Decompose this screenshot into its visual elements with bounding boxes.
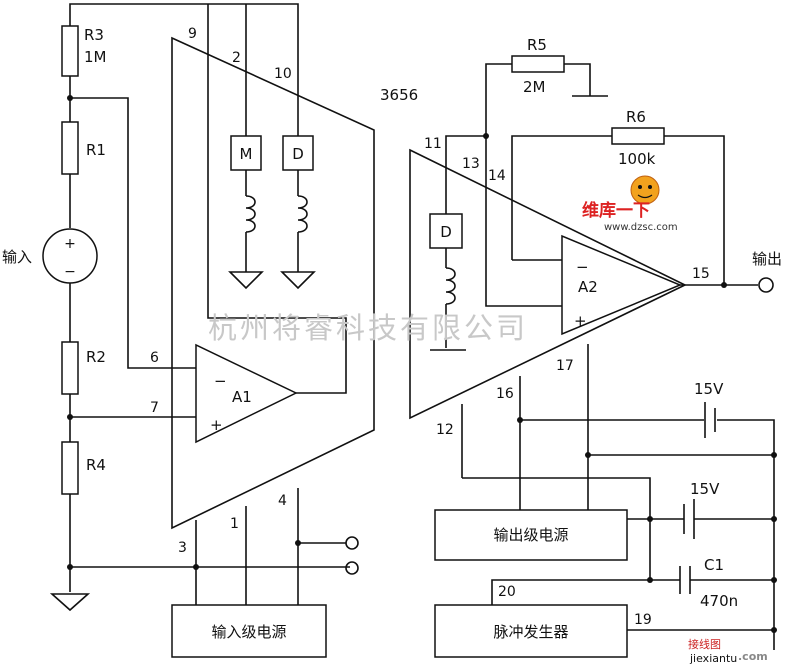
pin-12: 12 (436, 422, 454, 438)
modulator-m-box (230, 135, 262, 171)
resistor-r6 (611, 127, 665, 145)
corner-brand: 接线图 jiexiantu .com (688, 637, 768, 664)
resistor-r2 (61, 341, 79, 395)
dzsc-logo: 维库一下 www.dzsc.com (582, 175, 678, 233)
r4-name: R4 (86, 456, 106, 474)
pin-16: 16 (496, 386, 514, 402)
svg-text:−: − (64, 264, 76, 280)
r6-name: R6 (626, 108, 646, 126)
output-stage-chip (409, 55, 777, 658)
r5-name: R5 (527, 36, 547, 54)
d2-label: D (440, 223, 452, 241)
a1-label: A1 (232, 388, 252, 406)
m-label: M (240, 145, 253, 163)
pulse-gen-label: 脉冲发生器 (493, 623, 568, 641)
terminal-2 (345, 561, 359, 575)
pin-15: 15 (692, 266, 710, 282)
input-divider: + − (42, 3, 350, 612)
demodulator-d2-box (429, 213, 463, 249)
input-power-block (171, 604, 327, 658)
pin-7: 7 (150, 400, 159, 416)
output-power-label: 输出级电源 (493, 526, 568, 544)
pin-11: 11 (424, 136, 442, 152)
ground-d1 (280, 271, 316, 290)
pin-2: 2 (232, 50, 241, 66)
ground-m (228, 271, 264, 290)
coil-d1 (297, 195, 308, 233)
pulse-generator-block (434, 604, 628, 658)
amp-a1 (195, 343, 298, 444)
r5-value: 2M (523, 78, 546, 96)
demodulator-d1-box (282, 135, 314, 171)
corner-brand-url: jiexiantu (689, 652, 737, 664)
r2-name: R2 (86, 348, 106, 366)
pin-13: 13 (462, 156, 480, 172)
pin-20: 20 (498, 584, 516, 600)
a2-plus: + (574, 312, 587, 330)
coil-m (245, 195, 256, 233)
c1-value: 470n (700, 592, 738, 610)
a2-label: A2 (578, 278, 598, 296)
corner-brand-suffix: .com (738, 650, 768, 663)
pin-14: 14 (488, 168, 506, 184)
logo-text: 维库一下 (582, 200, 650, 221)
c1-name: C1 (704, 556, 724, 574)
coil-d2 (445, 267, 456, 305)
pin-4: 4 (278, 493, 287, 509)
a1-minus: − (214, 372, 227, 390)
terminal-1 (345, 536, 359, 550)
input-stage-chip (171, 4, 375, 658)
a2-minus: − (576, 258, 589, 276)
resistor-r4 (61, 441, 79, 495)
output-power-block (434, 509, 628, 561)
battery-bottom-label: 15V (690, 480, 720, 498)
logo-url: www.dzsc.com (604, 222, 678, 233)
svg-text:+: + (64, 236, 76, 252)
d1-label: D (292, 145, 304, 163)
r6-value: 100k (618, 150, 656, 168)
output-terminal (758, 277, 774, 293)
r3-name: R3 (84, 26, 104, 44)
r1-name: R1 (86, 141, 106, 159)
input-power-label: 输入级电源 (211, 623, 286, 641)
resistor-r3 (61, 25, 79, 77)
r3-value: 1M (84, 48, 107, 66)
battery-top-label: 15V (694, 380, 724, 398)
pin-6: 6 (150, 350, 159, 366)
pin-19: 19 (634, 612, 652, 628)
watermark: 杭州将睿科技有限公司 (208, 311, 528, 345)
pin-10: 10 (274, 66, 292, 82)
corner-brand-text: 接线图 (688, 637, 721, 651)
pin-1: 1 (230, 516, 239, 532)
a1-plus: + (210, 416, 223, 434)
amp-a2 (561, 234, 682, 336)
output-label: 输出 (752, 250, 782, 268)
resistor-r5 (511, 55, 565, 73)
pin-17: 17 (556, 358, 574, 374)
input-label: 输入 (2, 248, 32, 266)
chip-name: 3656 (380, 86, 418, 104)
resistor-r1 (61, 121, 79, 175)
pin-3: 3 (178, 540, 187, 556)
pin-9: 9 (188, 26, 197, 42)
ground-symbol (49, 593, 91, 612)
